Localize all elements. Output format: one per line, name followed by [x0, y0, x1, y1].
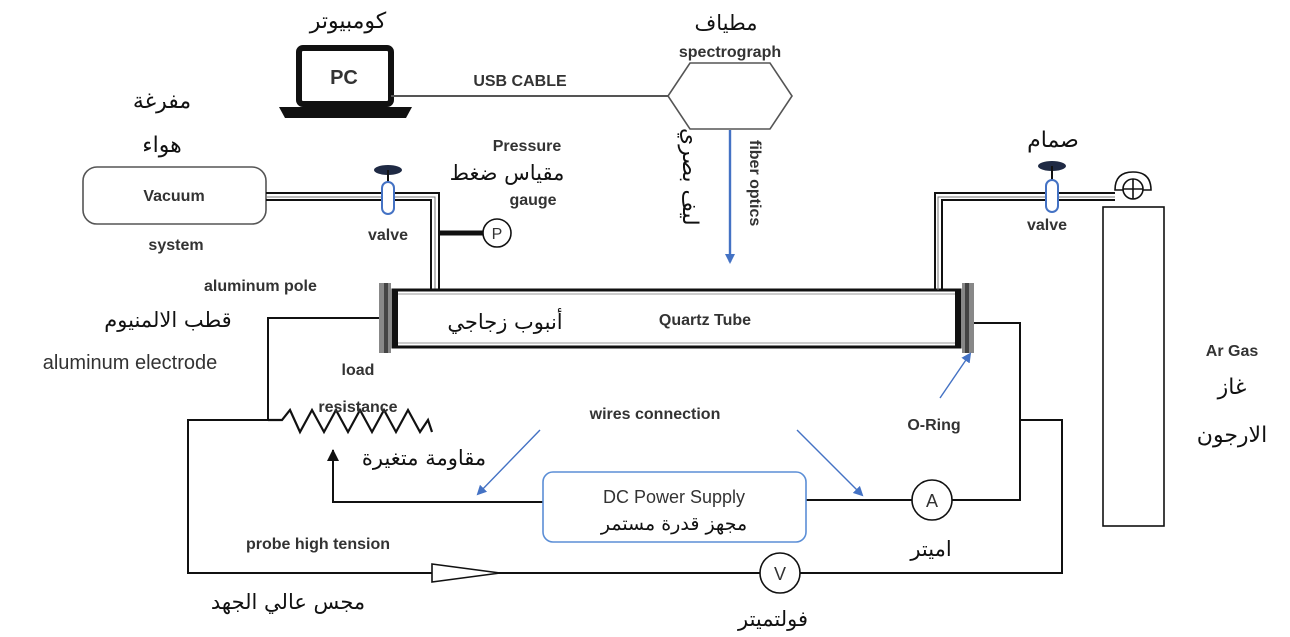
- voltmeter-icon: [759, 552, 801, 594]
- aluminum-pole-label-ar: قطب الالمنيوم: [104, 308, 231, 332]
- vacuum-system-box: [82, 166, 267, 225]
- spectrograph-label-ar: مطياف: [695, 11, 758, 35]
- argon-cylinder: [1102, 171, 1165, 527]
- left-valve-icon: [374, 165, 402, 215]
- usb-cable-label: USB CABLE: [473, 73, 567, 90]
- variable-resistance-label-ar: مقاومة متغيرة: [362, 446, 486, 470]
- wires-connection-label: wires connection: [589, 406, 721, 423]
- pressure-label: Pressure: [493, 138, 562, 155]
- ammeter-icon: [911, 479, 953, 521]
- right-valve-icon: [1038, 161, 1066, 213]
- pressure-gauge-label-ar: مقياس ضغط: [450, 161, 565, 185]
- gauge-label: gauge: [509, 192, 556, 209]
- pressure-gauge-icon: [482, 218, 512, 248]
- glass-tube-label-ar: أنبوب زجاجي: [447, 308, 562, 334]
- laptop-icon: [279, 45, 412, 118]
- dc-power-supply-box: [542, 471, 807, 543]
- wires-connection-arrow-right: [796, 429, 864, 497]
- aluminum-pole-label: aluminum pole: [204, 278, 317, 295]
- argon-gas-pipe: [934, 192, 1115, 290]
- fiber-optics-label-ar: ليف بصري: [677, 128, 702, 226]
- valve-label-ar: صمام: [1027, 128, 1079, 153]
- argon-gas-label-ar-1: غاز: [1217, 375, 1247, 400]
- right-valve-label: valve: [1027, 217, 1067, 234]
- pressure-gauge-p: P: [492, 226, 503, 243]
- resistance-label: resistance: [318, 399, 397, 416]
- spectrograph-label: spectrograph: [679, 44, 781, 61]
- quartz-tube: [391, 288, 962, 349]
- system-label: system: [148, 237, 203, 254]
- argon-gas-label-ar-2: الارجون: [1197, 423, 1267, 448]
- probe-high-tension-label-ar: مجس عالي الجهد: [211, 590, 365, 614]
- quartz-tube-label: Quartz Tube: [659, 312, 751, 329]
- probe-high-tension-label: probe high tension: [246, 536, 390, 553]
- voltmeter-label-ar: فولتميتر: [737, 607, 808, 631]
- left-valve-label: valve: [368, 227, 408, 244]
- vacuum-pipe: [266, 192, 440, 290]
- dc-power-supply-label: DC Power Supply: [603, 487, 745, 507]
- o-ring-label: O-Ring: [907, 417, 960, 434]
- o-ring-arrow: [939, 352, 972, 399]
- voltmeter-v: V: [774, 564, 786, 584]
- aluminum-electrode-label: aluminum electrode: [43, 352, 218, 374]
- ar-gas-label: Ar Gas: [1206, 343, 1259, 360]
- load-label: load: [342, 362, 375, 379]
- high-tension-probe-icon: [431, 563, 501, 583]
- vacuum-pump-label-ar-2: هواء: [142, 133, 181, 158]
- fiber-optics-label: fiber optics: [746, 140, 763, 226]
- ammeter-label-ar: اميتر: [909, 537, 951, 561]
- wires-connection-arrow-left: [476, 429, 541, 496]
- ammeter-a: A: [926, 491, 938, 511]
- dc-power-supply-label-ar: مجهز قدرة مستمر: [600, 513, 747, 535]
- computer-label-ar: كومبيوتر: [309, 9, 387, 34]
- pc-label: PC: [330, 67, 358, 89]
- circuit-wires: [187, 317, 1063, 574]
- load-resistor-icon: [268, 407, 434, 435]
- left-aluminum-electrode: [379, 283, 398, 353]
- vacuum-label: Vacuum: [143, 188, 204, 205]
- vacuum-pump-label-ar-1: مفرغة: [133, 89, 191, 114]
- right-aluminum-electrode: [955, 283, 974, 353]
- spectrograph-hexagon: [667, 62, 793, 130]
